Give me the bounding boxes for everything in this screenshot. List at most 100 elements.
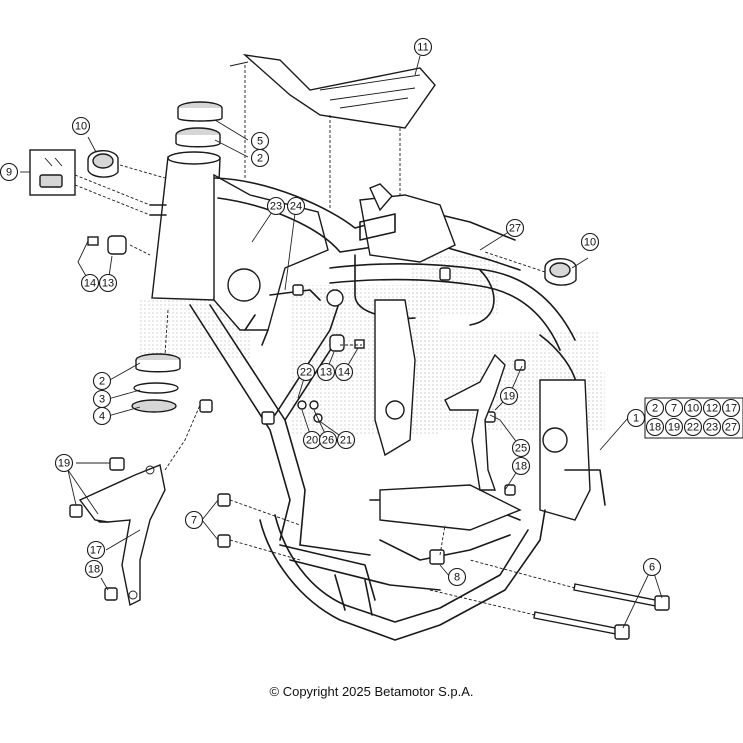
callout-c3: 3 <box>92 389 112 409</box>
callout-circle <box>580 232 600 252</box>
callout-label: 18 <box>515 461 527 473</box>
dashed-leaders <box>74 65 576 616</box>
callout-circle <box>0 162 19 182</box>
callout-circle <box>642 557 662 577</box>
callout-circle <box>505 218 525 238</box>
callout-label: 20 <box>306 435 318 447</box>
kit-item-circle <box>721 398 741 418</box>
callout-c2a: 2 <box>250 148 270 168</box>
callout-label: 18 <box>88 564 100 576</box>
kit-item-circle <box>645 417 665 437</box>
callout-label: 19 <box>503 391 515 403</box>
callout-c11: 11 <box>413 37 433 57</box>
callout-label: 7 <box>191 515 197 527</box>
callout-circle <box>413 37 433 57</box>
callout-circle <box>84 559 104 579</box>
clamp-right <box>544 258 577 286</box>
callout-circle <box>98 273 118 293</box>
callout-label: 25 <box>515 443 527 455</box>
callout-circle <box>71 116 91 136</box>
callout-circle <box>286 196 306 216</box>
kit-item-label: 2 <box>652 403 658 415</box>
callout-circle <box>334 362 354 382</box>
kit-item: 2 <box>645 398 665 418</box>
callout-c10a: 10 <box>71 116 91 136</box>
callout-label: 27 <box>509 223 521 235</box>
callout-c26: 26 <box>318 430 338 450</box>
callout-c6: 6 <box>642 557 662 577</box>
bearing-parts-bottom <box>131 353 181 413</box>
callout-circle <box>80 273 100 293</box>
callout-c9: 9 <box>0 162 19 182</box>
kit-item-label: 7 <box>671 403 677 415</box>
kit-item: 22 <box>683 417 703 437</box>
callout-label: 19 <box>58 458 70 470</box>
callout-circle <box>92 406 112 426</box>
kit-item-circle <box>664 417 684 437</box>
kit-item-label: 22 <box>687 422 699 434</box>
callout-circle <box>86 540 106 560</box>
callout-circle <box>92 371 112 391</box>
callout-c14a: 14 <box>80 273 100 293</box>
rear-plate <box>229 53 436 129</box>
callout-c27: 27 <box>505 218 525 238</box>
callout-circle <box>336 430 356 450</box>
callout-label: 2 <box>99 376 105 388</box>
kit-item: 7 <box>664 398 684 418</box>
kit-item-circle <box>683 398 703 418</box>
callout-c25: 25 <box>511 438 531 458</box>
kit-item-circle <box>683 417 703 437</box>
callout-circle <box>296 362 316 382</box>
callout-label: 26 <box>322 435 334 447</box>
callout-circle <box>318 430 338 450</box>
callout-c14b: 14 <box>334 362 354 382</box>
callout-circle <box>316 362 336 382</box>
fasteners <box>69 235 526 601</box>
callout-c24: 24 <box>286 196 306 216</box>
copyright-notice: © Copyright 2025 Betamotor S.p.A. <box>269 684 474 699</box>
callout-label: 11 <box>417 42 428 54</box>
callout-label: 13 <box>320 367 332 379</box>
callout-c19b: 19 <box>499 386 519 406</box>
side-brackets <box>78 353 506 607</box>
callout-circle <box>266 196 286 216</box>
callout-c21: 21 <box>336 430 356 450</box>
callout-c13b: 13 <box>316 362 336 382</box>
kit-item-circle <box>702 398 722 418</box>
kit-item-label: 19 <box>668 422 680 434</box>
callout-label: 24 <box>290 201 302 213</box>
kit-item: 10 <box>683 398 703 418</box>
callout-c18b: 18 <box>511 456 531 476</box>
callout-label: 4 <box>99 411 105 423</box>
callout-label: 8 <box>454 572 460 584</box>
callout-label: 10 <box>584 237 596 249</box>
callout-c8: 8 <box>447 567 467 587</box>
callout-label: 5 <box>257 136 263 148</box>
callout-label: 3 <box>99 394 105 406</box>
callout-circle <box>447 567 467 587</box>
callout-c19a: 19 <box>54 453 74 473</box>
callout-label: 22 <box>300 367 312 379</box>
callout-c22: 22 <box>296 362 316 382</box>
callout-c23: 23 <box>266 196 286 216</box>
kit-item-label: 23 <box>706 422 718 434</box>
part-9-box <box>29 149 76 196</box>
callout-circle <box>511 438 531 458</box>
kit-item-label: 10 <box>687 403 699 415</box>
callout-circle <box>626 408 646 428</box>
bearing-parts-top <box>175 101 223 148</box>
callout-label: 23 <box>270 201 282 213</box>
callout-label: 2 <box>257 153 263 165</box>
clamp-left <box>87 150 119 178</box>
kit-item-circle <box>721 417 741 437</box>
kit-item: 23 <box>702 417 722 437</box>
kit-item: 17 <box>721 398 741 418</box>
callout-c20: 20 <box>302 430 322 450</box>
callout-label: 13 <box>102 278 114 290</box>
callout-label: 1 <box>633 413 639 425</box>
callout-label: 14 <box>338 367 350 379</box>
callout-c17: 17 <box>86 540 106 560</box>
callout-leaders <box>20 55 663 629</box>
